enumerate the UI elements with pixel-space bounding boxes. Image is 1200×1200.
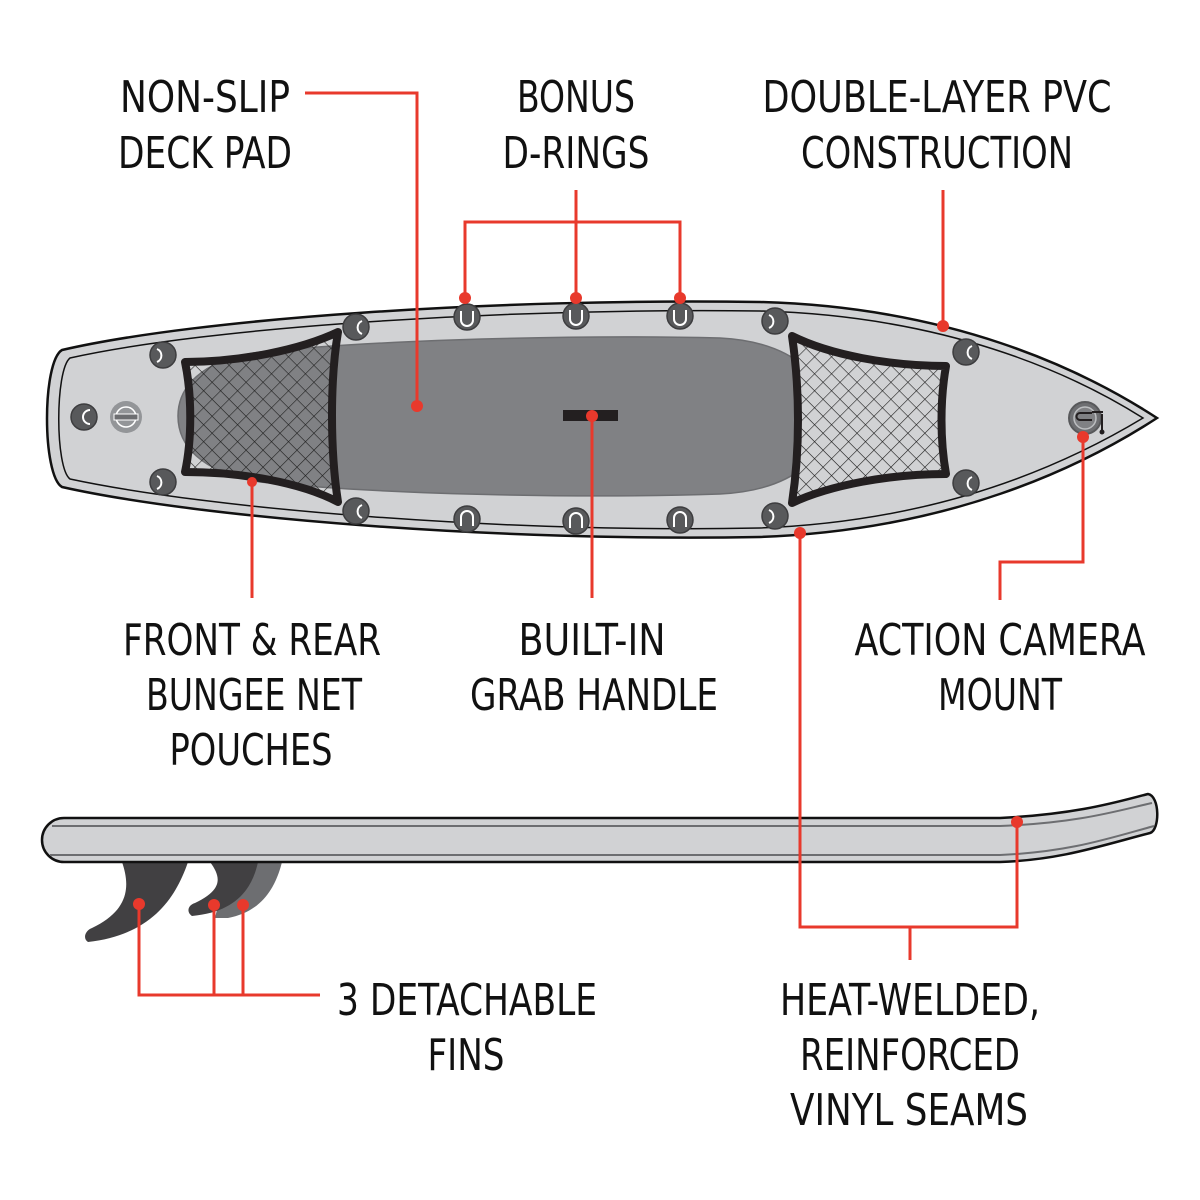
rear-bungee-net: [181, 328, 342, 506]
side-seam-top: [52, 802, 1153, 827]
svg-text:BUNGEE NET: BUNGEE NET: [146, 670, 363, 721]
svg-text:HEAT-WELDED,: HEAT-WELDED,: [780, 975, 1040, 1026]
svg-text:DOUBLE-LAYER PVC: DOUBLE-LAYER PVC: [763, 72, 1112, 123]
callout-lines: [133, 91, 1089, 997]
label-double-layer-pvc: DOUBLE-LAYER PVC CONSTRUCTION: [763, 72, 1112, 179]
svg-text:D-RINGS: D-RINGS: [503, 128, 650, 179]
label-detachable-fins: 3 DETACHABLE FINS: [337, 975, 597, 1081]
svg-text:GRAB HANDLE: GRAB HANDLE: [470, 670, 718, 721]
deck-pad: [177, 336, 831, 497]
svg-text:BUILT-IN: BUILT-IN: [519, 615, 666, 666]
svg-text:VINYL SEAMS: VINYL SEAMS: [790, 1085, 1028, 1136]
label-bungee-net-pouches: FRONT & REAR BUNGEE NET POUCHES: [123, 615, 381, 776]
svg-text:FINS: FINS: [428, 1030, 505, 1081]
svg-text:BONUS: BONUS: [517, 72, 635, 123]
board-seam-line: [58, 309, 1145, 530]
label-grab-handle: BUILT-IN GRAB HANDLE: [470, 615, 718, 721]
svg-text:REINFORCED: REINFORCED: [800, 1030, 1020, 1081]
svg-text:POUCHES: POUCHES: [170, 725, 333, 776]
label-action-camera-mount: ACTION CAMERA MOUNT: [855, 615, 1146, 721]
fin-center: [188, 862, 258, 916]
svg-text:CONSTRUCTION: CONSTRUCTION: [801, 128, 1073, 179]
side-seam-bottom: [50, 825, 1155, 856]
board-side-outline: [40, 792, 1159, 864]
board-side-view: [40, 792, 1159, 942]
svg-text:MOUNT: MOUNT: [938, 670, 1063, 721]
svg-text:NON-SLIP: NON-SLIP: [120, 72, 290, 123]
d-ring-icon: [82, 409, 91, 425]
camera-mount-icon: [1068, 401, 1105, 435]
label-bonus-d-rings: BONUS D-RINGS: [503, 72, 650, 179]
label-heat-welded-seams: HEAT-WELDED, REINFORCED VINYL SEAMS: [780, 975, 1040, 1136]
svg-text:ACTION CAMERA: ACTION CAMERA: [855, 615, 1146, 666]
d-rings: [149, 302, 980, 535]
svg-text:DECK PAD: DECK PAD: [118, 128, 292, 179]
svg-text:FRONT & REAR: FRONT & REAR: [123, 615, 381, 666]
label-non-slip-deck-pad: NON-SLIP DECK PAD: [118, 72, 292, 179]
front-bungee-net: [788, 332, 950, 507]
svg-text:3 DETACHABLE: 3 DETACHABLE: [337, 975, 597, 1026]
board-top-view: [45, 300, 1160, 539]
valve-icon: [110, 401, 142, 433]
